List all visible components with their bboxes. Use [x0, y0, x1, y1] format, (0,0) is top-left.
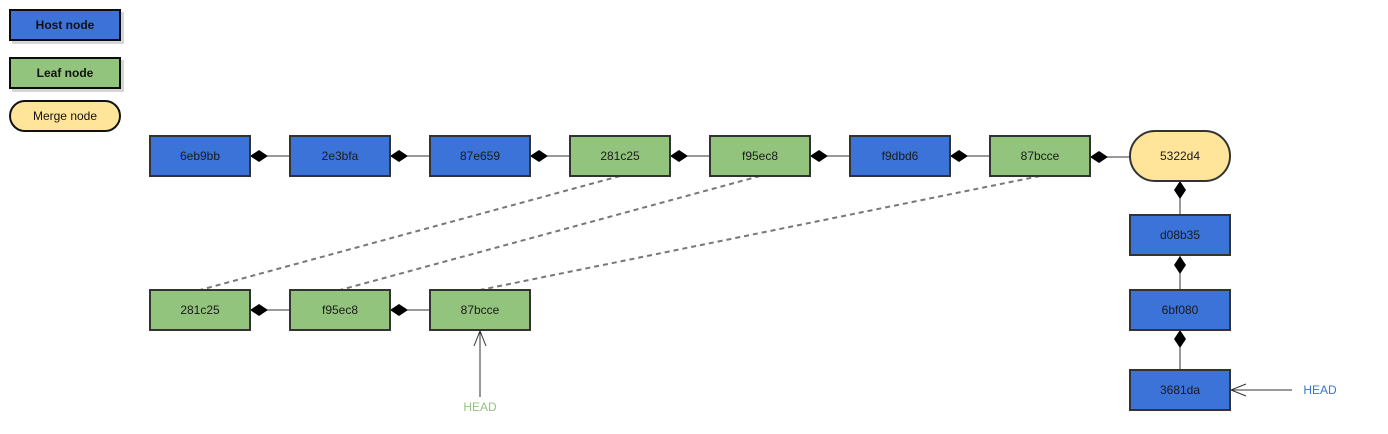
- commit-node-host[interactable]: 2e3bfa: [289, 135, 391, 177]
- diamond-arrowhead: [250, 304, 268, 316]
- commit-node-leaf[interactable]: 87bcce: [989, 135, 1091, 177]
- diamond-arrowhead: [1174, 256, 1186, 274]
- commit-hash: f95ec8: [742, 149, 778, 163]
- commit-node-host[interactable]: 6eb9bb: [149, 135, 251, 177]
- bottom-row: 281c25 f95ec8 87bcce: [149, 289, 531, 331]
- commit-node-host[interactable]: d08b35: [1129, 214, 1231, 256]
- arrowhead-icon: [1229, 383, 1247, 397]
- commit-hash: f95ec8: [322, 303, 358, 317]
- commit-node-host[interactable]: f9dbd6: [849, 135, 951, 177]
- commit-hash: d08b35: [1160, 228, 1200, 242]
- diamond-arrowhead: [250, 150, 268, 162]
- diamond-arrowhead: [1090, 151, 1108, 163]
- merge-node[interactable]: 5322d4: [1129, 130, 1231, 182]
- right-column: d08b35 6bf080 3681da: [1129, 214, 1231, 411]
- commit-node-host[interactable]: 3681da: [1129, 369, 1231, 411]
- commit-hash: 87bcce: [461, 303, 500, 317]
- commit-node-host[interactable]: 87e659: [429, 135, 531, 177]
- diamond-arrowhead: [390, 150, 408, 162]
- commit-node-leaf[interactable]: 87bcce: [429, 289, 531, 331]
- commit-node-host[interactable]: 6bf080: [1129, 289, 1231, 331]
- diamond-arrowhead: [670, 150, 688, 162]
- dashed-links: [199, 175, 1041, 291]
- top-row-connectors: [250, 150, 1130, 163]
- commit-hash: 2e3bfa: [322, 149, 359, 163]
- commit-hash: 3681da: [1160, 383, 1200, 397]
- commit-node-leaf[interactable]: f95ec8: [709, 135, 811, 177]
- legend-host-swatch: [9, 9, 121, 41]
- diamond-arrowhead: [950, 150, 968, 162]
- diamond-arrowhead: [390, 304, 408, 316]
- legend-host-label: Host node: [36, 18, 95, 32]
- diamond-arrowhead: [1174, 181, 1186, 199]
- legend-host: Host node: [9, 9, 121, 41]
- commit-node-leaf[interactable]: f95ec8: [289, 289, 391, 331]
- diamond-arrowhead: [530, 150, 548, 162]
- dashed-link-87bcce: [479, 175, 1041, 291]
- commit-hash: 281c25: [600, 149, 640, 163]
- dashed-link-f95ec8: [339, 175, 761, 291]
- commit-hash: 281c25: [180, 303, 220, 317]
- head-label-leaf: HEAD: [463, 400, 497, 414]
- commit-hash: 6eb9bb: [180, 149, 220, 163]
- head-pointer-leaf: HEAD: [463, 329, 497, 414]
- commit-hash: f9dbd6: [882, 149, 919, 163]
- commit-node-leaf[interactable]: 281c25: [569, 135, 671, 177]
- commit-node-leaf[interactable]: 281c25: [149, 289, 251, 331]
- arrowhead-icon: [473, 329, 487, 347]
- legend-merge: Merge node: [9, 100, 121, 132]
- dashed-link-281c25: [199, 175, 621, 291]
- top-row: 6eb9bb 2e3bfa 87e659 281c25 f95ec8 f9dbd…: [149, 130, 1231, 182]
- legend-merge-label: Merge node: [33, 109, 97, 123]
- head-pointer-host: HEAD: [1229, 383, 1337, 397]
- diamond-arrowhead: [810, 150, 828, 162]
- head-label-host: HEAD: [1303, 383, 1337, 397]
- commit-hash: 87bcce: [1021, 149, 1060, 163]
- legend-leaf-label: Leaf node: [37, 66, 94, 80]
- commit-hash: 6bf080: [1162, 303, 1199, 317]
- bottom-row-connectors: [250, 304, 430, 316]
- legend-leaf: Leaf node: [9, 57, 121, 89]
- diamond-arrowhead: [1174, 330, 1186, 348]
- commit-hash: 87e659: [460, 149, 500, 163]
- commit-hash: 5322d4: [1160, 149, 1200, 163]
- right-column-connectors: [1174, 181, 1186, 370]
- legend-leaf-swatch: [9, 57, 121, 89]
- legend-merge-swatch: [9, 100, 121, 132]
- legend: Host node Leaf node Merge node: [9, 9, 121, 132]
